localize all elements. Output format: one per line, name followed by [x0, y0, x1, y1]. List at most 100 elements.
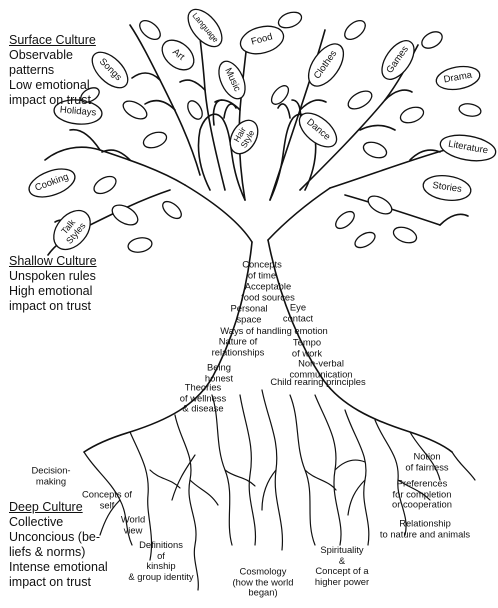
trunk-left-edge [83, 241, 253, 453]
leaf-drama [435, 65, 481, 91]
layer-line: impact on trust [9, 93, 91, 107]
item-line: making [35, 475, 67, 486]
leaf-dance [298, 112, 338, 148]
item-line: contact [282, 312, 314, 323]
leaf-art [161, 39, 195, 71]
branch-left-upper [129, 24, 201, 176]
item-line: Eye [289, 301, 307, 313]
leaf-language [187, 8, 223, 48]
item-line: for completion [392, 487, 452, 499]
deep-culture-layer: Deep Culture Collective Unconcious (be- … [9, 500, 108, 590]
item-line: higher power [314, 575, 370, 587]
layer-line: High emotional [9, 284, 93, 298]
hand-left [197, 113, 246, 201]
item-line: Cosmology [239, 565, 287, 577]
item-line: Preferences [396, 477, 448, 489]
item-line: World [120, 513, 146, 525]
item-line: of wellness [179, 391, 227, 403]
item-line: Tempo [292, 336, 322, 348]
shallow-item-tempo-of-work: Tempo of work [291, 336, 323, 359]
leaf-hair-style [229, 119, 259, 155]
leaf-cooking [28, 168, 76, 198]
layer-line: Intense emotional [9, 560, 108, 574]
item-line: Child rearing principles [270, 375, 366, 387]
shallow-item-eye-contact: Eye contact [282, 301, 314, 324]
trunk-right-edge [267, 239, 453, 453]
item-line: (how the world [232, 575, 294, 587]
item-line: Decision- [31, 464, 71, 476]
item-line: Being [207, 361, 231, 373]
item-line: Ways of handling emotion [220, 324, 328, 336]
item-line: of time [247, 269, 277, 280]
leaf-holidays [53, 99, 103, 125]
surface-culture-layer: Surface Culture Observable patterns Low … [9, 33, 96, 108]
item-line: & disease [182, 402, 224, 414]
layer-line: Collective [9, 515, 64, 529]
item-line: view [123, 524, 143, 535]
deep-item-cosmology: Cosmology (how the world began) [233, 566, 294, 598]
shallow-item-ways-of-handling-emotion: Ways of handling emotion [220, 324, 328, 337]
layer-line: impact on trust [9, 575, 91, 589]
shallow-item-being-honest: Being honest [204, 361, 234, 384]
leaf-music [218, 60, 246, 100]
layer-line: patterns [9, 63, 55, 77]
item-line: & [338, 554, 346, 566]
shallow-item-acceptable-food-sources: Acceptable food sources [241, 280, 295, 303]
deep-item-preferences-completion: Preferences for completion or cooperatio… [392, 478, 452, 510]
item-line: Notion [413, 450, 441, 462]
item-line: Personal [230, 302, 268, 314]
layer-title: Deep Culture [9, 500, 83, 514]
trunk-inner-right [267, 187, 331, 241]
deep-item-notion-of-fairness: Notion of fairness [405, 450, 448, 473]
shallow-item-personal-space: Personal space [230, 302, 268, 325]
leaf-songs [91, 51, 129, 89]
layer-line: Low emotional [9, 78, 90, 92]
shallow-culture-layer: Shallow Culture Unspoken rules High emot… [9, 254, 97, 314]
trunk-inner-left [184, 184, 253, 243]
layer-title: Shallow Culture [9, 254, 97, 268]
item-line: Acceptable [244, 280, 292, 292]
branch-right-low [344, 194, 441, 226]
item-line: honest [204, 372, 234, 383]
leaf-stories [422, 175, 472, 201]
item-line: & group identity [128, 570, 194, 582]
item-line: Concepts [242, 258, 282, 270]
item-line: relationships [211, 346, 265, 357]
item-line: communication [289, 368, 353, 379]
item-line: Non-verbal [298, 357, 344, 369]
shallow-item-concepts-of-time: Concepts of time [242, 258, 282, 281]
item-line: space [236, 313, 262, 324]
leaf-talk-styles [53, 209, 91, 251]
item-line: of work [291, 347, 323, 358]
shallow-item-nature-of-relationships: Nature of relationships [211, 335, 265, 358]
leaves-group [28, 8, 497, 253]
deep-item-concepts-of-self: Concepts of self [81, 488, 133, 511]
shallow-item-non-verbal-communication: Non-verbal communication [289, 357, 353, 380]
layer-line: Unspoken rules [9, 269, 96, 283]
layer-line: impact on trust [9, 299, 91, 313]
branch-center [238, 34, 249, 201]
leaf-games [381, 40, 415, 80]
shallow-item-theories-of-wellness: Theories of wellness & disease [180, 382, 226, 414]
item-line: Concept of a [315, 565, 369, 576]
item-line: to nature and animals [379, 528, 471, 539]
deep-item-decision-making: Decision- making [31, 464, 71, 487]
layer-line: liefs & norms) [9, 545, 86, 559]
item-line: of [157, 549, 165, 561]
hand-right [269, 113, 317, 201]
item-line: or cooperation [392, 498, 452, 510]
item-line: self [99, 499, 115, 510]
item-line: Concepts of [81, 488, 133, 500]
item-line: began) [248, 586, 278, 598]
layer-line: Unconcious (be- [9, 530, 101, 544]
item-line: Spirituality [320, 544, 364, 555]
layer-line: Observable [9, 48, 73, 62]
item-line: kinship [146, 560, 176, 571]
leaf-clothes [307, 43, 345, 87]
leaf-literature [439, 134, 497, 162]
item-line: Definitions [139, 539, 183, 550]
shallow-item-child-rearing-principles: Child rearing principles [270, 375, 366, 388]
deep-item-relationship-to-nature: Relationship to nature and animals [379, 518, 471, 540]
item-line: Nature of [218, 335, 258, 347]
